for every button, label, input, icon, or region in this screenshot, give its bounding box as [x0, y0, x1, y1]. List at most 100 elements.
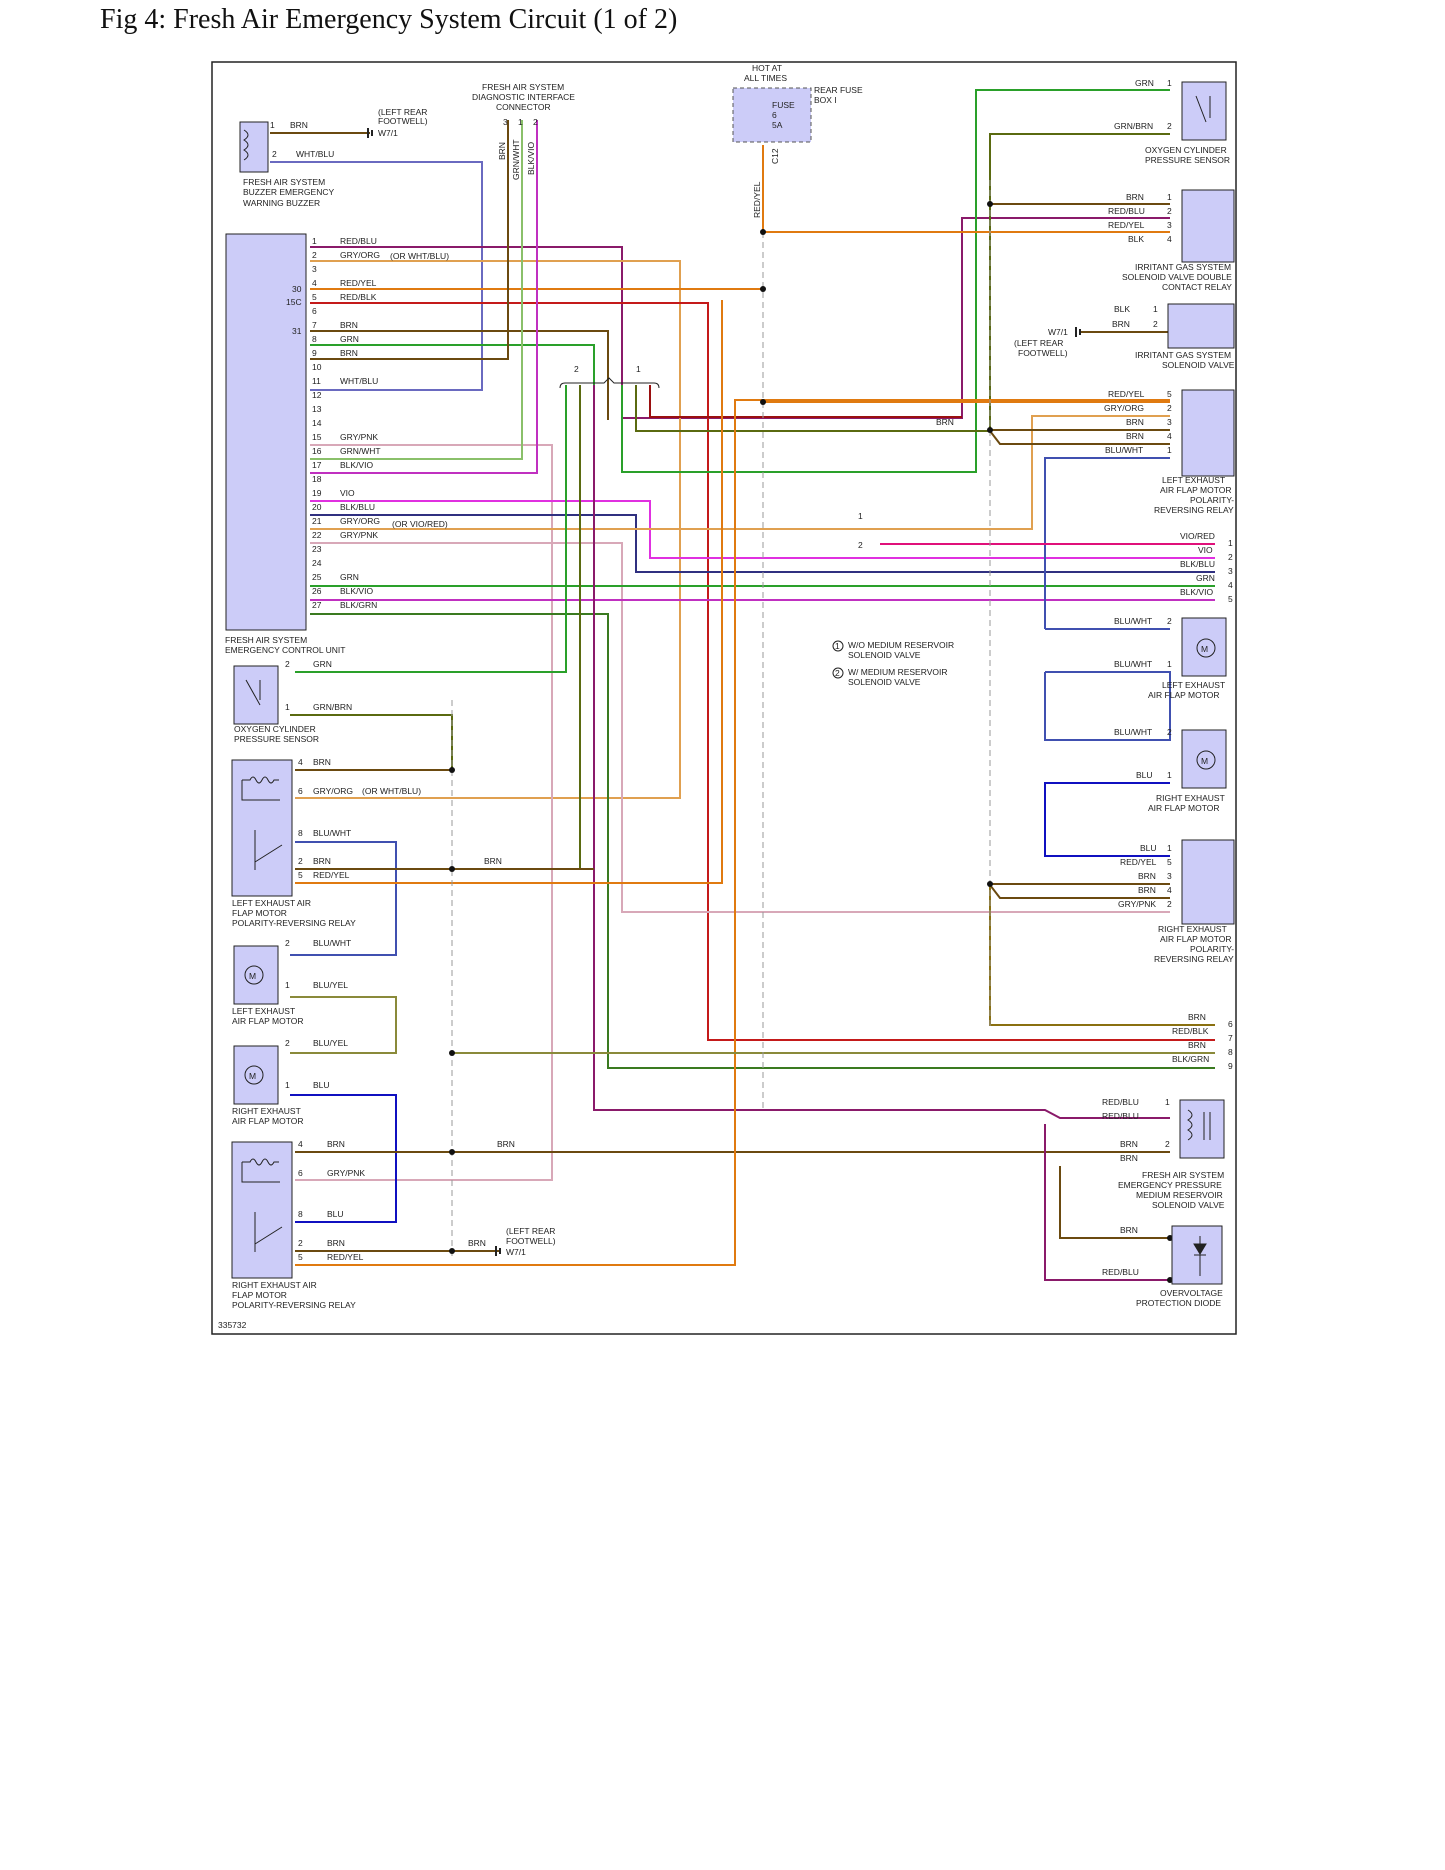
- buzzer-label: BUZZER EMERGENCY: [243, 187, 334, 197]
- ground-label: FOOTWELL): [506, 1236, 556, 1246]
- ecu-pin-wire-color: BLK/VIO: [340, 586, 373, 596]
- rblock2-pin: 9: [1228, 1061, 1233, 1071]
- ecu-pin-number: 20: [312, 502, 322, 512]
- ecu-pin-wire-color: GRY/ORG: [340, 516, 380, 526]
- lrelay-wire: BRN: [313, 856, 331, 866]
- med-wire: RED/BLU: [1102, 1097, 1139, 1107]
- rr-wire: BRN: [1138, 885, 1156, 895]
- legend-text: W/O MEDIUM RESERVOIR: [848, 640, 954, 650]
- lrelay-pin: 5: [298, 870, 303, 880]
- rr-wire: GRY/PNK: [1118, 899, 1156, 909]
- diagram-frame: [211, 61, 1237, 1335]
- rmotor-label: RIGHT EXHAUST: [232, 1106, 301, 1116]
- ecu-pin-number: 1: [312, 236, 317, 246]
- lrelay-wire: RED/YEL: [313, 870, 350, 880]
- ecu-pin-number: 8: [312, 334, 317, 344]
- ecu-or-note: (OR WHT/BLU): [390, 251, 449, 261]
- rblock-wire: VIO: [1198, 545, 1213, 555]
- ecu-pin-number: 22: [312, 530, 322, 540]
- wire-rl-gryorg: [862, 415, 1170, 530]
- irr-wire: RED/YEL: [1108, 220, 1145, 230]
- rblock-pin: 2: [1228, 552, 1233, 562]
- rl-wire: BRN: [936, 417, 954, 427]
- ecu-pin-number: 11: [312, 376, 321, 386]
- ecu-pin-number: 17: [312, 460, 322, 470]
- lrelay-label: FLAP MOTOR: [232, 908, 287, 918]
- ecu-pin-wire-color: BRN: [340, 348, 358, 358]
- buzzer-wire-brn: BRN: [290, 120, 308, 130]
- ecu-side-31: 31: [292, 326, 302, 336]
- o2r-pin: 2: [1167, 121, 1172, 131]
- splice-dot: [987, 201, 993, 207]
- wire-rmotor-blu: [290, 1094, 397, 1223]
- wire-buzzer-wht-blu: [270, 161, 483, 391]
- ecu-pin-number: 26: [312, 586, 322, 596]
- page-title: Fig 4: Fresh Air Emergency System Circui…: [100, 4, 678, 35]
- rblock-pin: 4: [1228, 580, 1233, 590]
- ecu-pin-wire-color: BLK/VIO: [340, 460, 373, 470]
- ecu-pin-number: 3: [312, 264, 317, 274]
- rmotor-label: AIR FLAP MOTOR: [232, 1116, 303, 1126]
- buzzer-label: WARNING BUZZER: [243, 198, 320, 208]
- ecu-pin-number: 16: [312, 446, 322, 456]
- wire-splice-grn2: [621, 89, 1170, 473]
- svg-text:M: M: [249, 1071, 256, 1081]
- rcol-left-motor-box: [1181, 617, 1227, 677]
- rl-pin: 3: [1167, 417, 1172, 427]
- rlm-label: LEFT EXHAUST: [1162, 680, 1225, 690]
- diode-label: PROTECTION DIODE: [1136, 1298, 1221, 1308]
- o2-right-box: [1181, 81, 1227, 141]
- diag-label: FRESH AIR SYSTEM: [482, 82, 564, 92]
- o2l-wire: GRN/BRN: [313, 702, 352, 712]
- rr-pin: 3: [1167, 871, 1172, 881]
- irrv-pin: 1: [1153, 304, 1158, 314]
- lrelay-wire: BRN: [313, 757, 331, 767]
- rrm-wire: BLU: [1136, 770, 1153, 780]
- lmotor-wire: BLU/WHT: [313, 938, 351, 948]
- ground-icon: [1075, 327, 1081, 337]
- left-motor-box: [233, 945, 279, 1005]
- rrm-label: AIR FLAP MOTOR: [1148, 803, 1219, 813]
- ecu-pin-wire-color: BLK/BLU: [340, 502, 375, 512]
- ecu-pin-wire-color: RED/BLK: [340, 292, 377, 302]
- wire-ecu-9: [310, 120, 509, 360]
- wire-splice-olive2: [635, 133, 1170, 432]
- rrelay-pin: 6: [298, 1168, 303, 1178]
- o2-left-box: [233, 665, 279, 725]
- wire-lmotor-bluyel: [290, 996, 397, 1054]
- ecu-pin-number: 7: [312, 320, 317, 330]
- o2l-label: PRESSURE SENSOR: [234, 734, 319, 744]
- lrelay-wire: BLU/WHT: [313, 828, 351, 838]
- med-pin: 2: [1165, 1139, 1170, 1149]
- ecu-pin-wire-color: GRY/ORG: [340, 250, 380, 260]
- ecu-pin-number: 19: [312, 488, 322, 498]
- rl-label: AIR FLAP MOTOR: [1160, 485, 1231, 495]
- ecu-pin-number: 21: [312, 516, 322, 526]
- rmotor-wire: BLU: [313, 1080, 330, 1090]
- rblock2-wire: RED/BLK: [1172, 1026, 1209, 1036]
- ecu-or-note: (OR VIO/RED): [392, 519, 448, 529]
- diode-icon: [1193, 1236, 1207, 1276]
- rr-wire: RED/YEL: [1120, 857, 1157, 867]
- lrelay-note: (OR WHT/BLU): [362, 786, 421, 796]
- legend-text: SOLENOID VALVE: [848, 650, 921, 660]
- rrelay-wire: BRN: [497, 1139, 515, 1149]
- ground-id: W7/1: [378, 128, 398, 138]
- ecu-pin-number: 18: [312, 474, 322, 484]
- fuse-number: 6: [772, 110, 777, 120]
- diode-wire: RED/BLU: [1102, 1267, 1139, 1277]
- branch-marker: 2: [858, 540, 863, 550]
- med-wire: BRN: [1120, 1153, 1138, 1163]
- rblock2-pin: 7: [1228, 1033, 1233, 1043]
- relay-switch-icon: [254, 830, 283, 870]
- wire-ecu-16: [310, 120, 523, 460]
- splice-dot: [449, 866, 455, 872]
- rl-label: REVERSING RELAY: [1154, 505, 1234, 515]
- legend-marker-1: [832, 640, 844, 652]
- rl-wire: RED/YEL: [1108, 389, 1145, 399]
- rrm-label: RIGHT EXHAUST: [1156, 793, 1225, 803]
- rrm-wire: BLU/WHT: [1114, 727, 1152, 737]
- wire-ecu-27: [310, 613, 1215, 1069]
- med-wire: BRN: [1120, 1139, 1138, 1149]
- dash-lines: [451, 180, 991, 1260]
